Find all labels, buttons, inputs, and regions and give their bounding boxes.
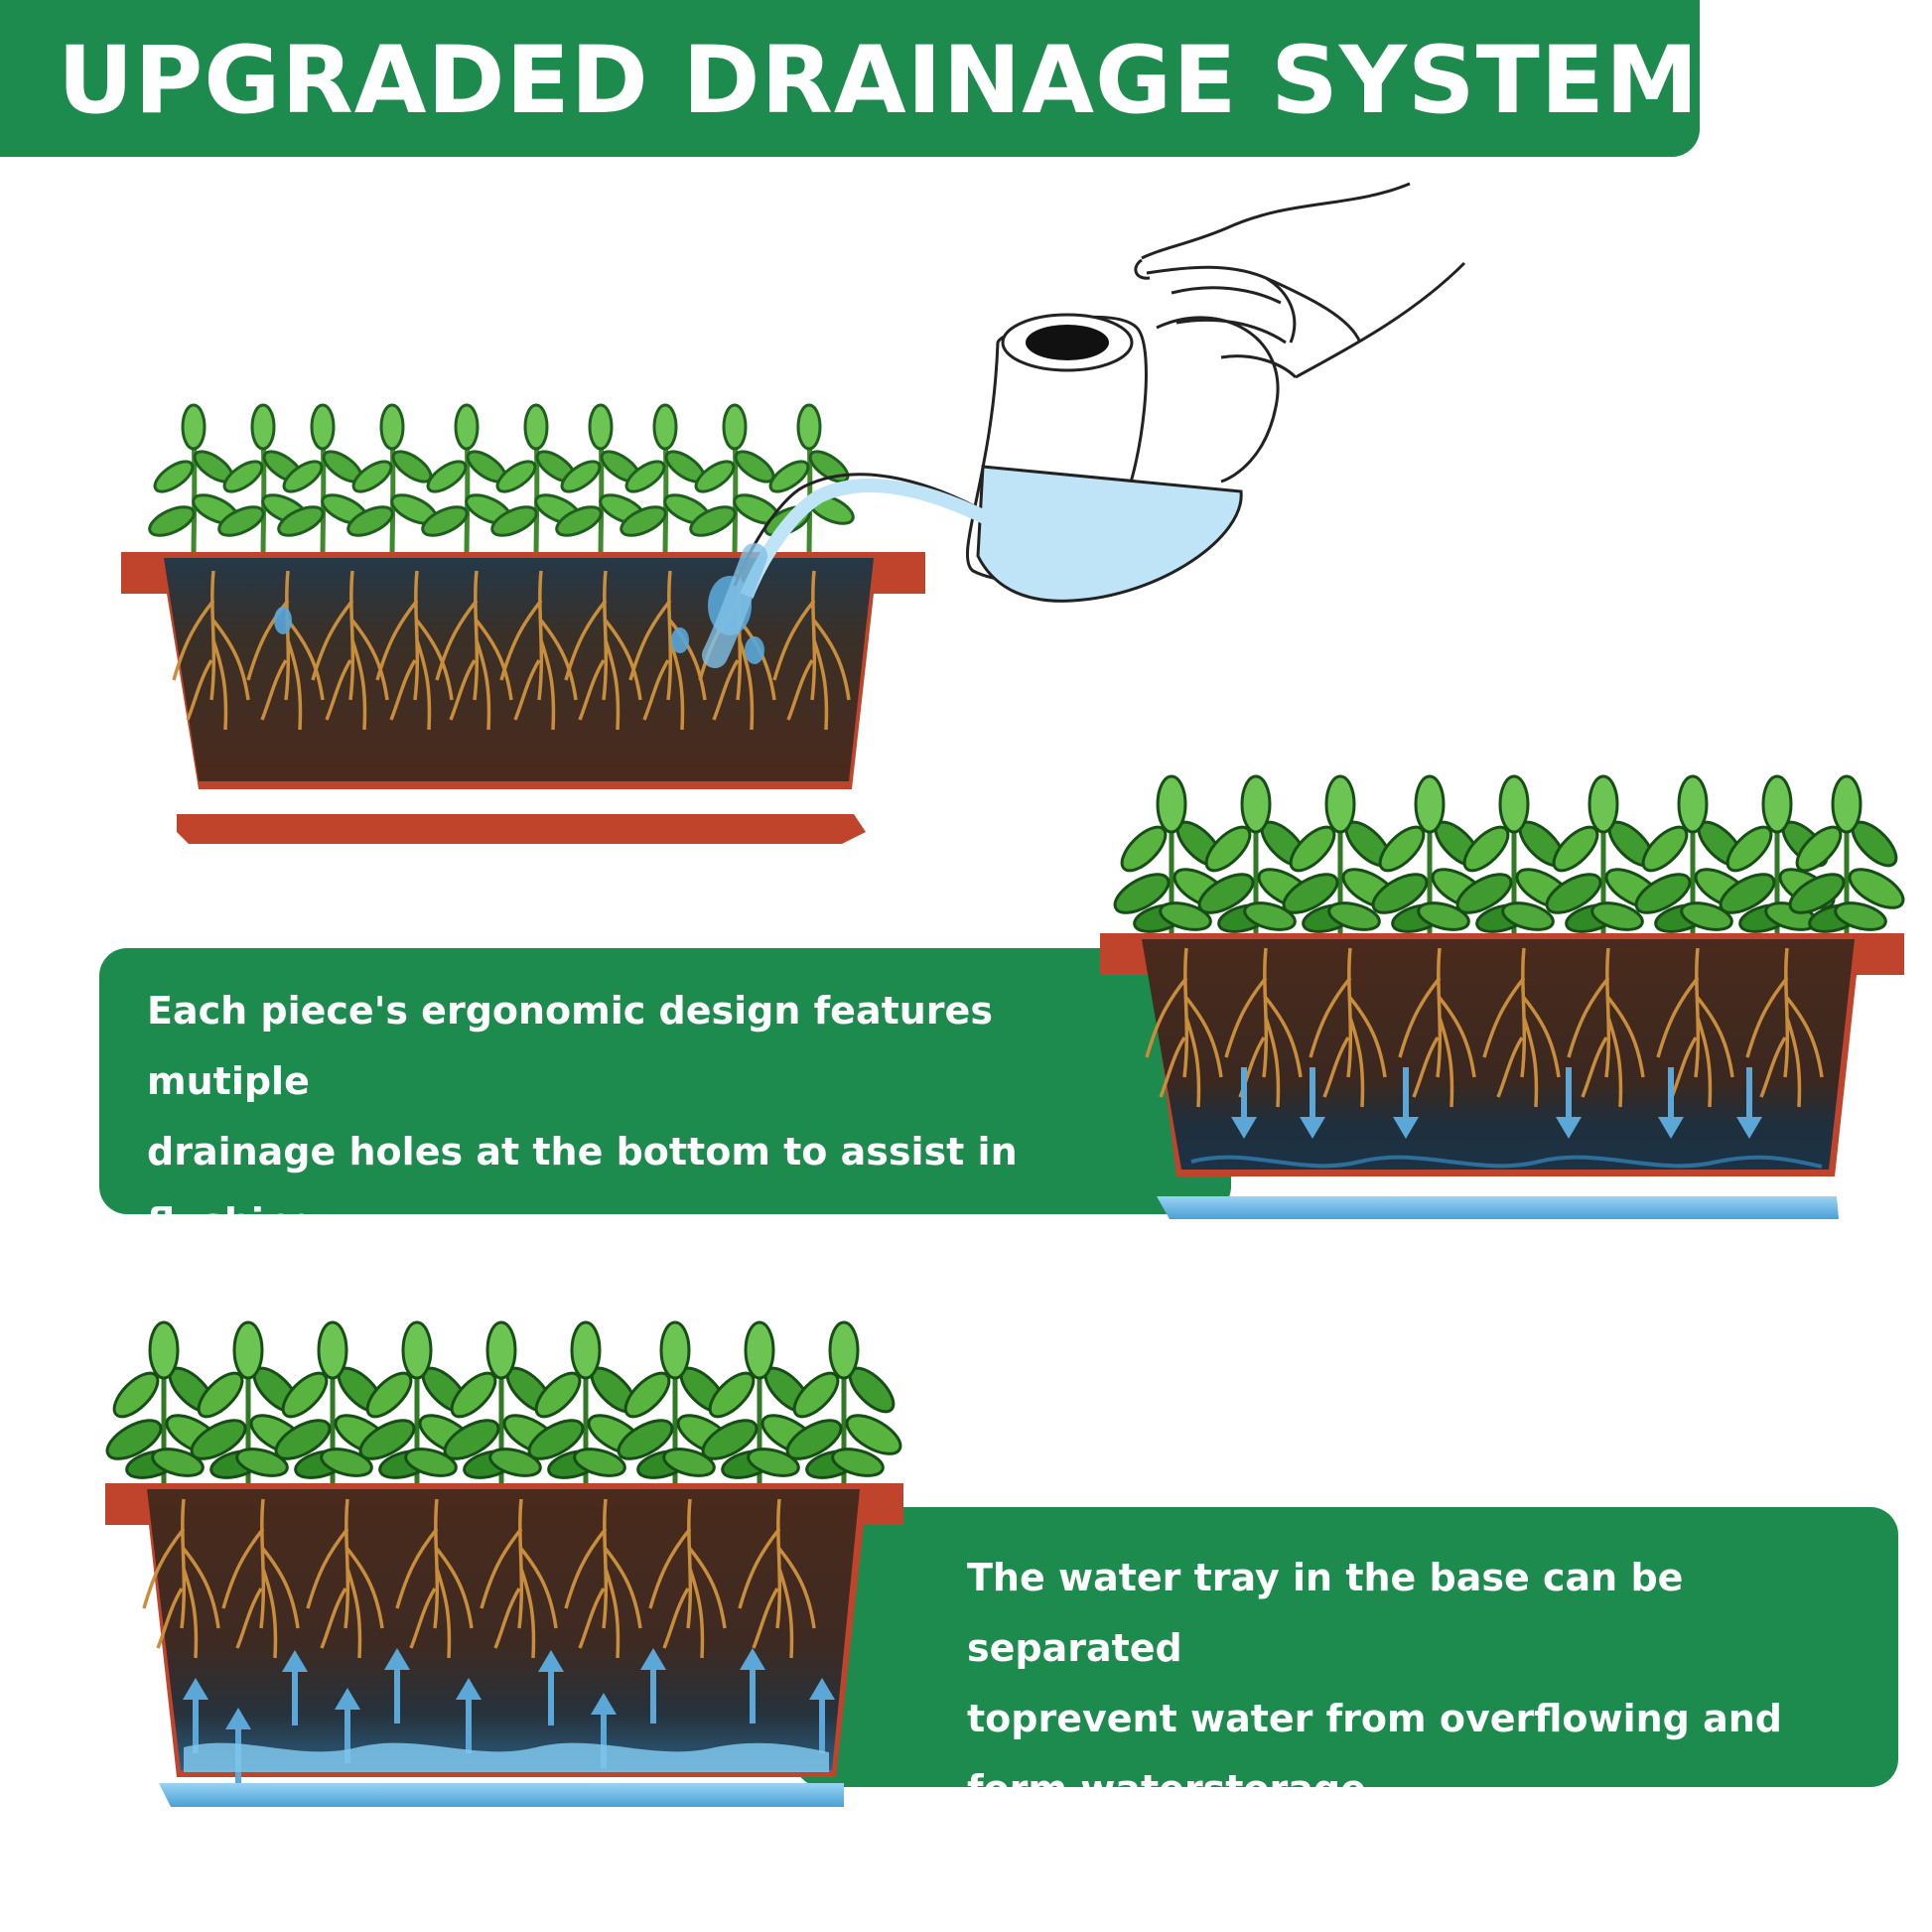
caption-box-water-tray: [794, 1507, 1898, 1787]
caption-drainage-line-3: out excess water from the soil.: [147, 1271, 808, 1314]
caption-water-tray-line-2: toprevent water from overflowing and: [967, 1697, 1783, 1740]
caption-water-tray: The water tray in the base can be separa…: [967, 1543, 1861, 1825]
pot-watering: [121, 405, 925, 844]
pot-water-storage: [101, 1322, 906, 1807]
pot-draining: [1100, 776, 1909, 1219]
caption-water-tray-line-3: form waterstorage.: [967, 1767, 1381, 1811]
plant-icon: [1109, 776, 1909, 938]
plant-icon: [101, 1322, 906, 1484]
caption-box-drainage: [99, 948, 1231, 1214]
caption-drainage: Each piece's ergonomic design features m…: [147, 976, 1140, 1328]
caption-water-tray-line-1: The water tray in the base can be separa…: [967, 1556, 1684, 1670]
caption-drainage-line-1: Each piece's ergonomic design features m…: [147, 989, 993, 1103]
caption-drainage-line-2: drainage holes at the bottom to assist i…: [147, 1130, 1018, 1244]
plant-icon: [146, 405, 858, 561]
watering-can-icon: [702, 313, 1280, 668]
page-title: UPGRADED DRAINAGE SYSTEM: [58, 27, 1700, 135]
title-banner: UPGRADED DRAINAGE SYSTEM: [0, 0, 1700, 157]
hand-icon: [1134, 182, 1466, 379]
